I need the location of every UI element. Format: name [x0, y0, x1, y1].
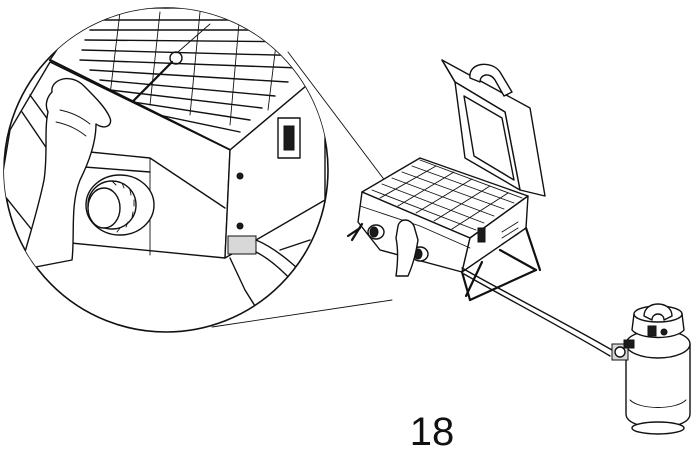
firebox-side-detail: [224, 69, 326, 259]
control-knob-icon: [85, 174, 155, 236]
gas-hose: [461, 267, 613, 357]
lighting-diagram: [3, 7, 691, 435]
hand-icon: [19, 77, 112, 271]
hand-icon-small: [395, 219, 419, 277]
cooking-grate-detail: [48, 8, 326, 152]
callout-lines: [211, 51, 393, 328]
detail-callout-icon: [3, 7, 329, 333]
grill-lid: [441, 59, 546, 197]
propane-tank-icon: [611, 303, 691, 435]
page-number: 18: [409, 410, 455, 454]
portable-gas-grill-icon: [346, 59, 546, 302]
